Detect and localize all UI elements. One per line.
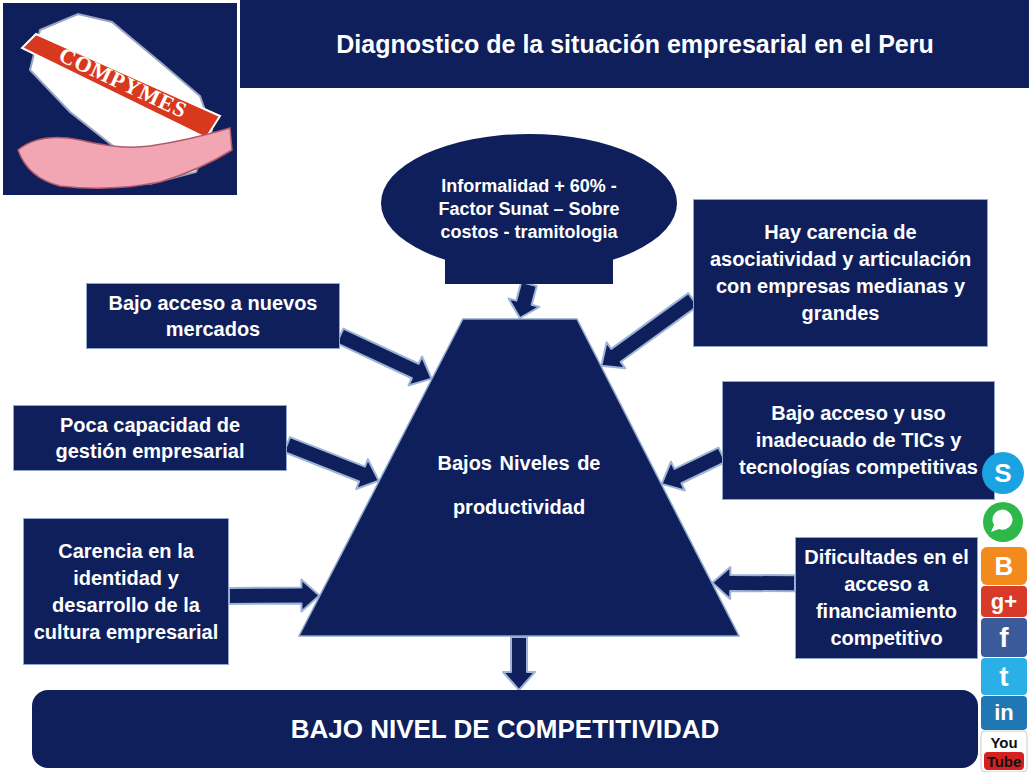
whatsapp-glyph [991, 510, 1012, 532]
block-arrow [662, 448, 726, 491]
node-text: Carencia en la identidad y desarrollo de… [32, 538, 220, 646]
node-text: BAJO NIVEL DE COMPETITIVIDAD [291, 713, 720, 745]
youtube-icon [981, 731, 1027, 772]
block-arrow [712, 567, 795, 599]
node-text: Poca capacidad de gestión empresarial [22, 412, 278, 464]
title-text: Diagnostico de la situación empresarial … [250, 0, 1020, 88]
cause-box: Dificultades en el acceso a financiamien… [795, 537, 978, 659]
node-text: Bajo acceso y uso inadecuado de TICs y t… [731, 400, 986, 481]
block-arrow [284, 437, 379, 489]
blogger-letter: B [981, 547, 1027, 585]
cause-box: Bajo acceso y uso inadecuado de TICs y t… [722, 381, 995, 500]
logo-ground [3, 3, 237, 195]
twitter-letter: t [981, 658, 1027, 695]
whatsapp-icon [983, 502, 1023, 542]
block-arrow [509, 282, 540, 318]
core-trapezoid: Bajos Niveles de productividad [298, 318, 740, 637]
block-arrow [503, 637, 535, 690]
googleplus-text: g+ [981, 586, 1027, 617]
block-arrow [601, 293, 697, 368]
node-text: Bajo acceso a nuevos mercados [95, 290, 331, 342]
blogger-icon [981, 547, 1027, 585]
facebook-letter: f [981, 618, 1027, 657]
twitter-icon [981, 658, 1027, 695]
node-text: Dificultades en el acceso a financiamien… [804, 544, 969, 652]
cause-box: Bajo acceso a nuevos mercados [86, 283, 340, 349]
facebook-icon [981, 618, 1027, 657]
skype-letter: S [982, 452, 1024, 494]
node-text: Informalidad + 60% - Factor Sunat – Sobr… [414, 175, 644, 244]
ellipse-base [445, 209, 613, 284]
cause-ellipse: Informalidad + 60% - Factor Sunat – Sobr… [379, 134, 679, 284]
linkedin-text: in [981, 696, 1027, 730]
block-arrow [337, 329, 432, 386]
trapezoid-outline [298, 318, 740, 637]
cause-box: Hay carencia de asociatividad y articula… [693, 199, 988, 347]
result-band: BAJO NIVEL DE COMPETITIVIDAD [32, 690, 978, 768]
block-arrow [229, 580, 319, 612]
cause-box: Poca capacidad de gestión empresarial [13, 405, 287, 471]
node-text: Bajos Niveles de productividad [419, 441, 619, 529]
node-text: Hay carencia de asociatividad y articula… [702, 219, 979, 327]
title-band [240, 0, 1029, 88]
trapezoid-shape [299, 319, 739, 636]
cause-box: Carencia en la identidad y desarrollo de… [23, 518, 229, 665]
skype-icon [982, 452, 1024, 494]
linkedin-icon [981, 696, 1027, 730]
googleplus-icon [981, 586, 1027, 617]
youtube-text: You Tube [984, 731, 1024, 772]
logo-hands [18, 128, 232, 188]
